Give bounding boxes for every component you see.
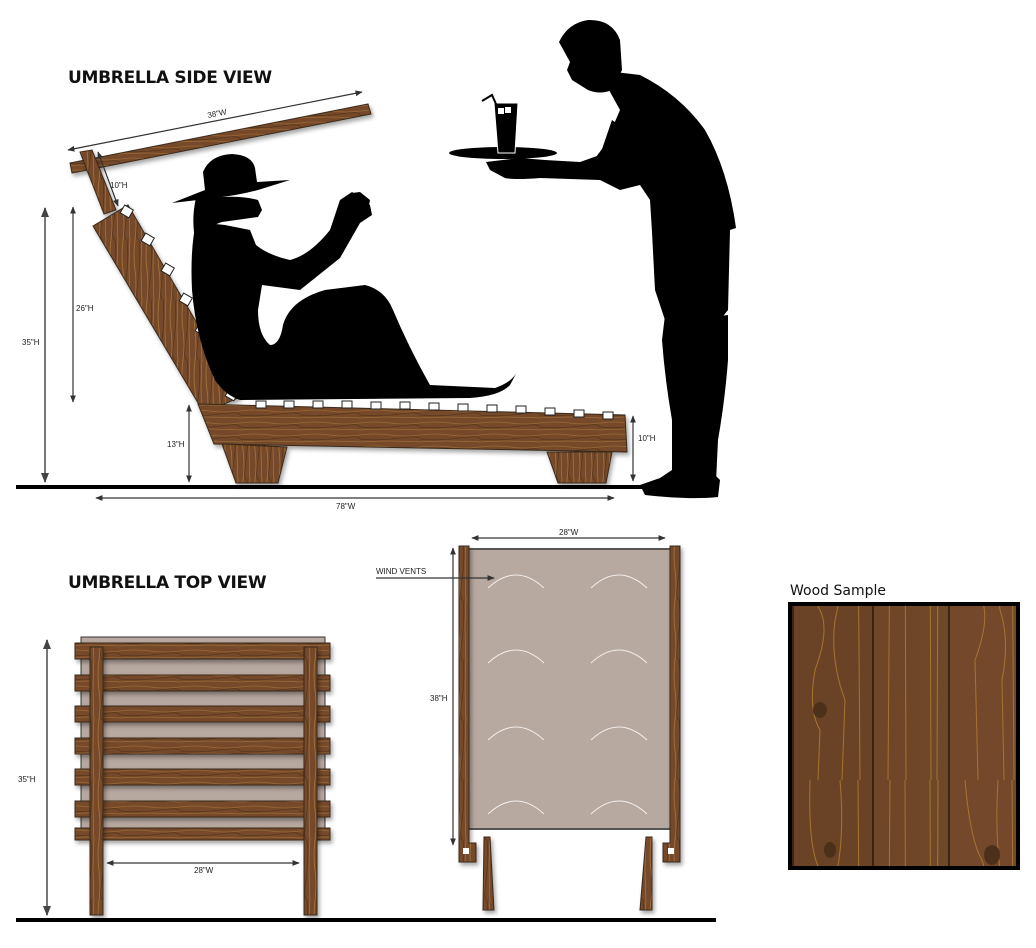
woman-silhouette (172, 154, 517, 400)
post-height-label: 10"H (110, 181, 128, 190)
umbrella-width-dimension (67, 90, 363, 152)
top-view-title: UMBRELLA TOP VIEW (68, 573, 267, 593)
canopy-height-label: 38"H (430, 694, 448, 703)
wood-sample-title: Wood Sample (790, 583, 886, 599)
wind-vents (487, 574, 648, 815)
top-view-boards (74, 642, 331, 841)
foot-height-label: 10"H (638, 434, 656, 443)
canopy-width-label: 28"W (559, 528, 579, 537)
seat-slats (255, 400, 614, 420)
ground-line-bottom (16, 918, 716, 922)
seat-frame (197, 403, 628, 453)
canopy-assembly (458, 545, 681, 911)
ground-line-side (16, 485, 716, 489)
total-length-label: 78"W (336, 502, 356, 511)
backrest-height-label: 26"H (76, 304, 94, 313)
top-view-height-label: 35"H (18, 775, 36, 784)
canopy-posts (458, 545, 681, 911)
top-view-assembly (74, 636, 331, 916)
top-view-width-label: 28"W (194, 866, 214, 875)
seat-height-label: 13"H (167, 440, 185, 449)
front-leg (221, 443, 288, 484)
umbrella-width-label: 38"W (207, 107, 228, 120)
side-view-title: UMBRELLA SIDE VIEW (68, 68, 272, 88)
drink-glass-icon (481, 93, 519, 154)
canopy-canvas (467, 549, 670, 829)
top-view-posts (89, 646, 318, 916)
total-height-label: 35"H (22, 338, 40, 347)
waiter-silhouette (449, 19, 736, 499)
wood-sample-swatch (788, 602, 1020, 870)
post-height-dimension (97, 151, 119, 207)
wind-vents-label: WIND VENTS (376, 567, 426, 576)
rear-leg (546, 451, 613, 484)
